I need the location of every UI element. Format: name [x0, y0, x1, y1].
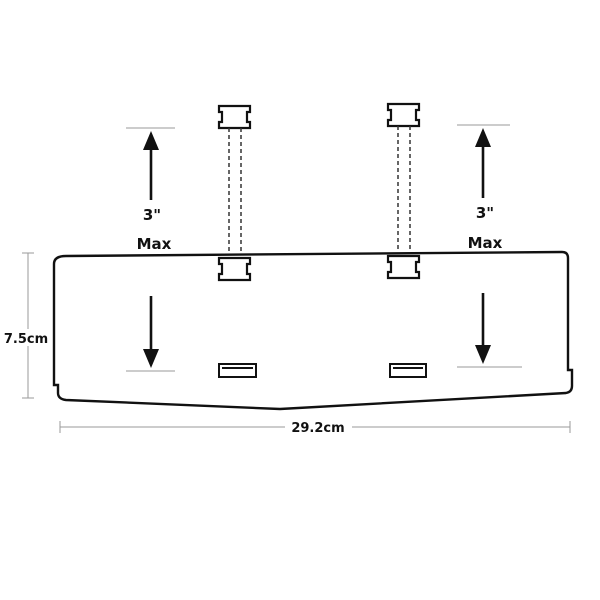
left-bracket-top-clip	[217, 104, 252, 130]
right-down-arrow-icon	[475, 293, 491, 364]
shelf-body-outline	[52, 250, 574, 411]
right-height-value-label: 3"	[476, 204, 494, 222]
left-down-arrow-icon	[143, 296, 159, 368]
right-up-arrow-icon	[475, 128, 491, 198]
right-bracket-top-clip	[386, 102, 421, 128]
left-height-value-label: 3"	[143, 206, 161, 224]
right-bracket-lower-slot	[389, 363, 427, 378]
width-dimension-line	[59, 421, 571, 433]
left-up-arrow-icon	[143, 131, 159, 200]
right-max-label: Max	[468, 234, 503, 252]
left-max-label: Max	[137, 235, 172, 253]
height-dimension-label: 7.5cm	[4, 332, 48, 347]
height-dimension-line	[22, 252, 34, 399]
left-bracket-shelf-clip	[217, 256, 252, 282]
left-bracket-lower-slot	[218, 363, 257, 378]
width-dimension-label: 29.2cm	[291, 421, 344, 436]
right-bracket-shelf-clip	[386, 254, 421, 280]
